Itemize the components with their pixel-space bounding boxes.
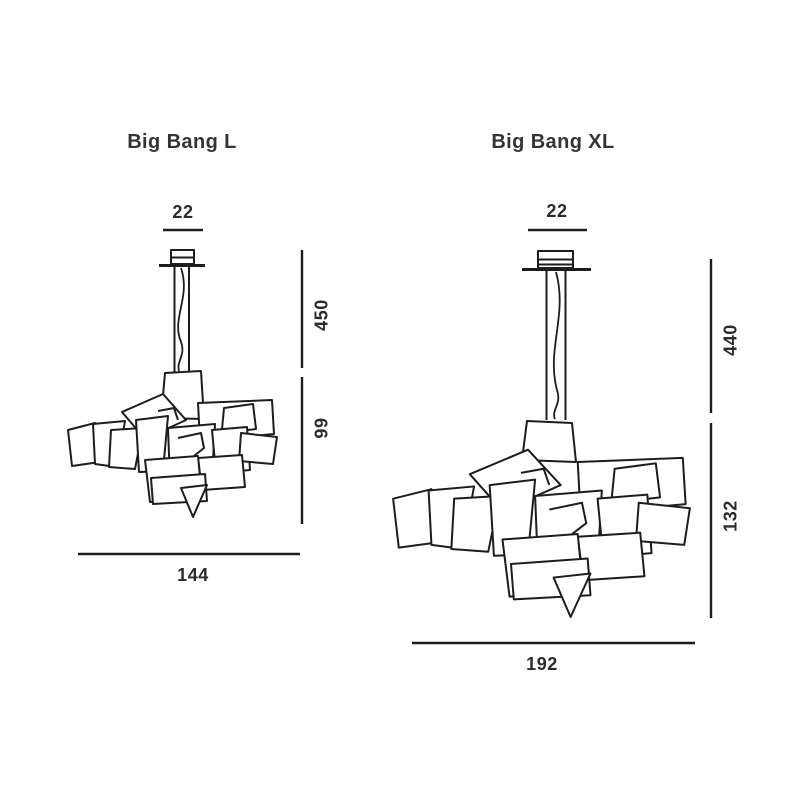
dim-value-suspension-height-l: 450 (311, 299, 332, 331)
power-cable-xl (552, 271, 561, 420)
lamp-body-xl (521, 420, 577, 463)
power-cable-l (177, 267, 185, 372)
dim-value-shade-width-l: 144 (177, 565, 209, 585)
dimension-lines-big-bang-xl (412, 228, 713, 645)
figure-title-big-bang-l: Big Bang L (127, 131, 237, 153)
dim-value-shade-height-xl: 132 (720, 500, 741, 532)
dim-value-shade-width-xl: 192 (526, 654, 558, 674)
figure-title-big-bang-xl: Big Bang XL (491, 131, 615, 153)
dim-value-canopy-width-xl: 22 (546, 201, 568, 221)
lampshade-l (67, 393, 278, 518)
dim-value-suspension-height-xl: 440 (720, 324, 741, 356)
dimension-lines-big-bang-l (78, 228, 304, 556)
lamp-drawing-big-bang-xl (391, 250, 692, 619)
lamp-drawing-big-bang-l (67, 249, 278, 518)
dim-value-canopy-width-l: 22 (172, 202, 194, 222)
lampshade-xl (391, 448, 692, 619)
dim-value-shade-height-l: 99 (311, 417, 332, 439)
